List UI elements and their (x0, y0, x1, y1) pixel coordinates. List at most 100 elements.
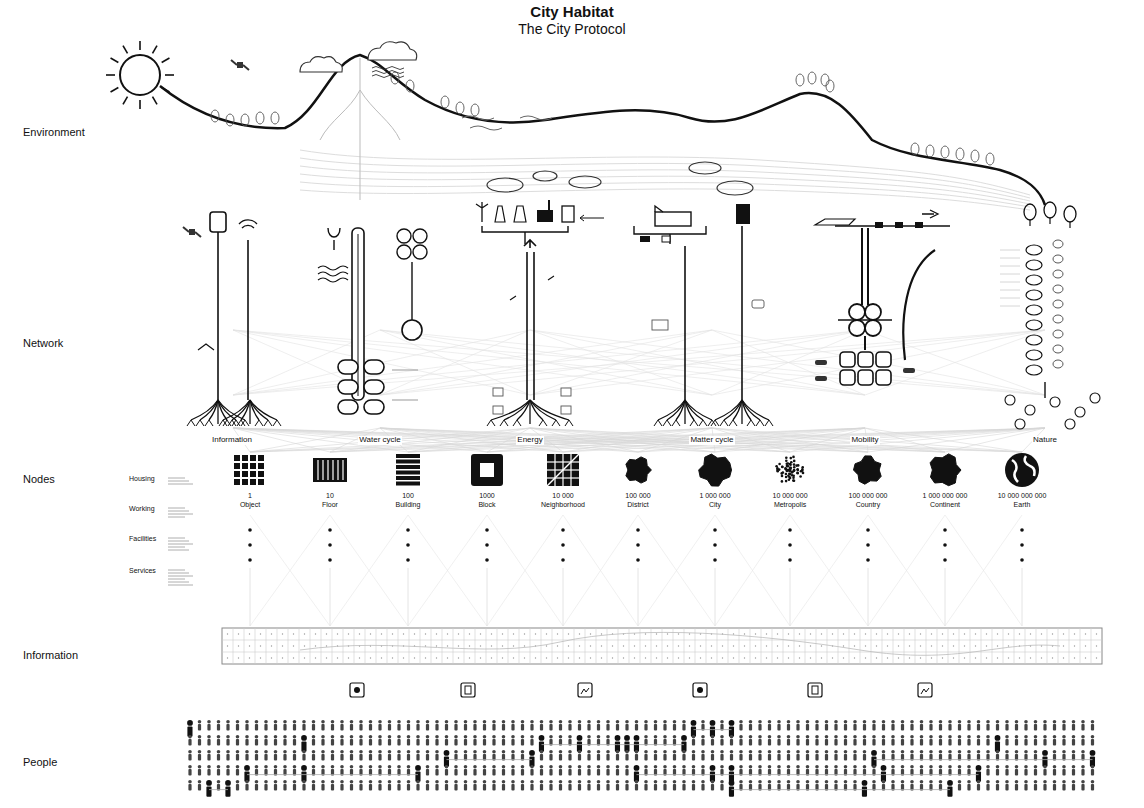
data-dot (755, 645, 756, 646)
mesh-line (233, 330, 865, 395)
data-dot (480, 633, 481, 634)
water-loop (364, 400, 384, 414)
cross-line (945, 515, 1022, 626)
person-head (492, 750, 496, 754)
grid-line (794, 628, 795, 664)
data-dot (964, 645, 965, 646)
person-body (958, 784, 961, 791)
people-link (865, 789, 951, 790)
data-dot (854, 645, 855, 646)
mobility-block (858, 370, 873, 385)
object-cell (250, 471, 256, 477)
data-dot (931, 633, 932, 634)
tree (821, 74, 829, 86)
building-floor (396, 465, 420, 469)
person-body (806, 724, 809, 731)
person-body (1091, 784, 1094, 791)
person-head (226, 735, 230, 739)
person-head (624, 735, 630, 741)
person-body (454, 784, 457, 791)
person-head (255, 735, 259, 739)
person-head (1072, 750, 1076, 754)
network-twig (694, 420, 698, 426)
data-dot (744, 657, 745, 658)
person-head (274, 780, 278, 784)
person-head (768, 765, 772, 769)
person-body (511, 784, 514, 791)
person-head (701, 720, 705, 724)
network-label: Nature (1032, 436, 1058, 445)
data-dot (997, 645, 998, 646)
metropolis-dot (785, 476, 788, 479)
person-body (435, 754, 438, 761)
park-blob (1090, 393, 1100, 403)
person-head (920, 765, 924, 769)
person-body (1072, 769, 1075, 776)
green-patch (1053, 315, 1063, 323)
person-head (1005, 720, 1009, 724)
person-head (388, 720, 392, 724)
person-head (321, 720, 325, 724)
person-head (1081, 735, 1085, 739)
data-dot (282, 633, 283, 634)
person-head (1091, 720, 1095, 724)
scale-number: 100 000 (624, 492, 651, 500)
person-head (1005, 780, 1009, 784)
person-body (977, 739, 980, 746)
person-head (863, 765, 867, 769)
data-dot (656, 657, 657, 658)
continuation-dot (485, 558, 489, 562)
person-head (206, 780, 212, 786)
person-head (692, 735, 696, 739)
tree-trunk (1029, 220, 1030, 226)
person-body (758, 724, 761, 731)
person-head (597, 735, 601, 739)
continuation-dot (943, 558, 947, 562)
row-label: Environment (22, 126, 86, 138)
person-body (872, 724, 875, 731)
person-body (967, 784, 970, 791)
floor-icon (313, 458, 347, 482)
grid-line (1014, 628, 1015, 664)
data-dot (568, 657, 569, 658)
grid-line (992, 628, 993, 664)
person-head (350, 780, 354, 784)
street (547, 477, 579, 478)
person-head (673, 750, 677, 754)
person-head (967, 780, 971, 784)
person-body (701, 754, 704, 761)
person-head (1034, 765, 1038, 769)
person-body (274, 724, 277, 731)
person-body (549, 724, 552, 731)
person-head (920, 720, 924, 724)
app-glyph (812, 686, 818, 694)
person-head (388, 765, 392, 769)
continuation-dot (943, 528, 947, 532)
data-dot (568, 645, 569, 646)
person-body (483, 724, 486, 731)
vehicle (895, 222, 903, 228)
metropolis-dot (795, 464, 798, 467)
data-dot (315, 657, 316, 658)
person-body (207, 724, 210, 731)
tree (941, 146, 949, 158)
data-dot (260, 633, 261, 634)
person-head (920, 780, 924, 784)
field-line (1000, 282, 1020, 283)
person-head (910, 750, 914, 754)
person-head (891, 720, 895, 724)
person-head (597, 720, 601, 724)
person-body (245, 754, 248, 761)
truck (640, 236, 650, 242)
person-head (188, 765, 192, 769)
grid-line (970, 628, 971, 664)
network-label: Mobility (850, 436, 879, 445)
data-dot (436, 633, 437, 634)
data-dot (733, 657, 734, 658)
data-dot (337, 657, 338, 658)
person-head (758, 735, 762, 739)
person-head (483, 780, 487, 784)
person-head (559, 720, 563, 724)
person-body (616, 724, 619, 731)
metropolis-dot (789, 467, 792, 470)
